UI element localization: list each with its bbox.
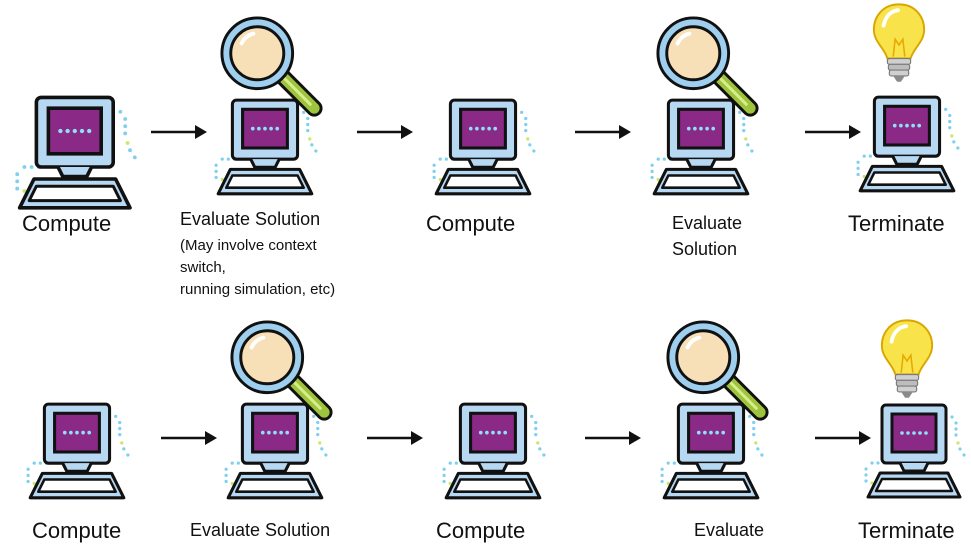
arrow-icon — [572, 122, 634, 142]
step-label: Terminate — [848, 211, 945, 236]
step-label: Terminate — [858, 518, 955, 543]
laptop-icon — [22, 402, 134, 504]
laptop-icon — [646, 98, 758, 200]
step-note-line: switch, — [180, 259, 226, 276]
laptop-icon — [10, 95, 142, 215]
step-label: Compute — [426, 211, 516, 236]
step-label: Compute — [32, 518, 122, 543]
step-label-line: Evaluate — [672, 213, 743, 233]
lightbulb-icon — [878, 316, 936, 404]
arrow-icon — [364, 428, 426, 448]
laptop-icon — [220, 402, 332, 504]
step-label: Evaluate — [694, 520, 765, 540]
step-label: Compute — [22, 211, 112, 236]
step-label: Evaluate Solution — [180, 209, 321, 229]
laptop-icon — [860, 402, 970, 504]
arrow-icon — [158, 428, 220, 448]
laptop-icon — [210, 98, 322, 200]
lightbulb-icon — [870, 0, 928, 88]
laptop-icon — [852, 95, 964, 197]
step-label: Evaluate Solution — [190, 520, 331, 540]
step-label: Compute — [436, 518, 526, 543]
step-note: (May involve context switch, running sim… — [180, 235, 335, 301]
laptop-icon — [438, 402, 550, 504]
step-label: Evaluate Solution — [672, 210, 742, 262]
step-label-line: Solution — [672, 239, 738, 259]
arrow-icon — [148, 122, 210, 142]
laptop-icon — [428, 98, 540, 200]
step-note-line: (May involve context — [180, 237, 317, 254]
step-note-line: running simulation, etc) — [180, 281, 336, 298]
arrow-icon — [582, 428, 644, 448]
laptop-icon — [656, 402, 768, 504]
arrow-icon — [354, 122, 416, 142]
